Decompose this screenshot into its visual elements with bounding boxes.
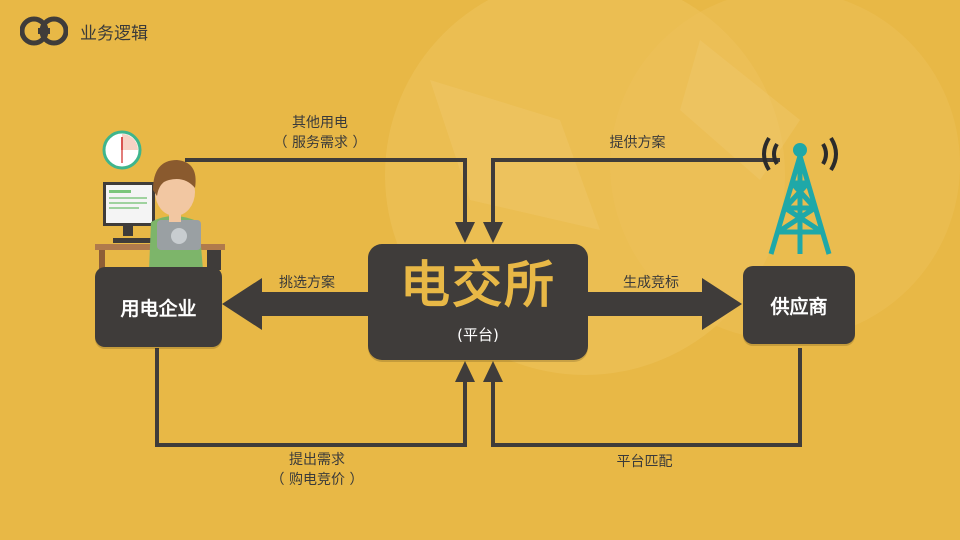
edge-label-bottom-right: 平台匹配: [616, 454, 673, 470]
clock-icon: [102, 130, 142, 170]
node-supplier: 供应商: [743, 266, 855, 344]
node-title: 电交所: [400, 255, 556, 314]
edge-label-bottom-left: 提出需求 （ 购电竞价 ）: [270, 452, 364, 488]
edge-label-mid-right: 生成竞标: [623, 275, 679, 291]
node-exchange-platform: 电交所 (平台): [368, 244, 588, 360]
office-worker-icon: [95, 160, 225, 270]
edge-label-mid-left: 挑选方案: [279, 275, 335, 291]
signal-tower-icon: [762, 136, 838, 255]
node-label: 用电企业: [120, 297, 197, 320]
edge-label-top-right: 提供方案: [609, 135, 666, 151]
node-user-enterprise: 用电企业: [95, 267, 222, 347]
node-label: 供应商: [770, 295, 828, 318]
header: 业务逻辑: [20, 14, 148, 48]
page-title: 业务逻辑: [80, 23, 148, 44]
company-logo-icon: [20, 16, 68, 46]
node-subtitle: (平台): [457, 325, 499, 344]
edge-label-top-left: 其他用电 （ 服务需求 ）: [273, 115, 367, 151]
